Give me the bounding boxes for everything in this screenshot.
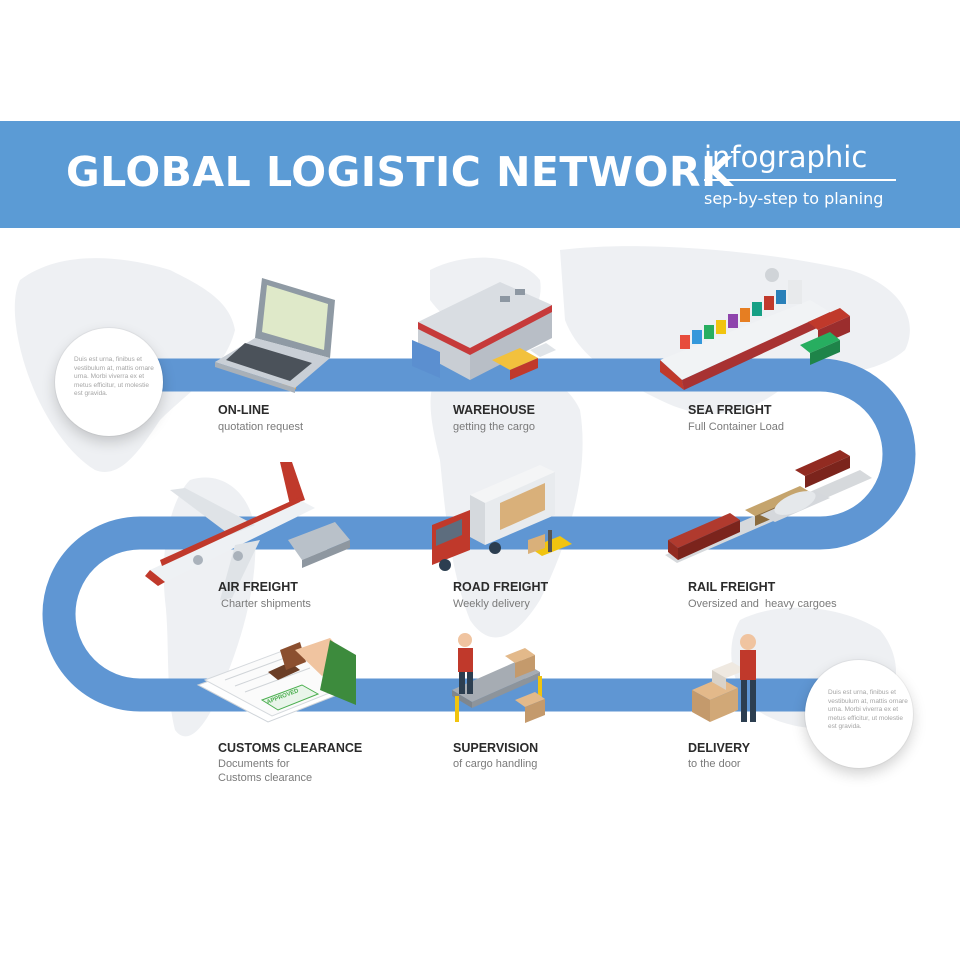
step-delivery-desc: to the door xyxy=(688,758,741,770)
container-ship-icon xyxy=(660,268,850,390)
header-caption: sep-by-step to planing xyxy=(704,189,884,208)
header-banner xyxy=(0,121,960,228)
note-circle-right xyxy=(805,660,913,768)
note-text-right: Duis est urna, finibus et vestibulum at,… xyxy=(828,689,908,731)
step-sea-freight-title: SEA FREIGHT xyxy=(688,403,772,417)
truck-icon xyxy=(432,465,572,571)
laptop-icon xyxy=(215,278,335,393)
step-delivery-title: DELIVERY xyxy=(688,741,751,755)
header-divider xyxy=(704,179,896,181)
step-air-freight-title: AIR FREIGHT xyxy=(218,580,298,594)
note-circle-left xyxy=(55,328,163,436)
step-online-desc: quotation request xyxy=(218,421,304,433)
step-supervision-title: SUPERVISION xyxy=(453,741,539,755)
conveyor-icon xyxy=(452,633,545,723)
step-road-freight-title: ROAD FREIGHT xyxy=(453,580,549,594)
step-rail-freight-desc: Oversized and heavy cargoes xyxy=(688,598,837,610)
header-subtitle: infographic xyxy=(704,140,868,174)
step-rail-freight-title: RAIL FREIGHT xyxy=(688,580,776,594)
airplane-icon xyxy=(145,462,350,600)
train-icon xyxy=(665,450,872,563)
step-warehouse-desc: getting the cargo xyxy=(453,421,535,433)
step-customs-desc: Documents for Customs clearance xyxy=(218,758,313,784)
stamp-icon xyxy=(196,638,356,723)
step-warehouse-title: WAREHOUSE xyxy=(453,403,535,417)
courier-icon xyxy=(692,634,756,722)
step-customs-title: CUSTOMS CLEARANCE xyxy=(218,741,363,755)
note-text-left: Duis est urna, finibus et vestibulum at,… xyxy=(74,356,154,398)
step-supervision-desc: of cargo handling xyxy=(453,758,538,770)
warehouse-icon xyxy=(412,282,556,380)
step-air-freight-desc: Charter shipments xyxy=(221,598,311,610)
step-online-title: ON-LINE xyxy=(218,403,270,417)
step-road-freight-desc: Weekly delivery xyxy=(453,598,530,610)
step-sea-freight-desc: Full Container Load xyxy=(688,421,785,433)
page-title: GLOBAL LOGISTIC NETWORK xyxy=(66,148,734,196)
